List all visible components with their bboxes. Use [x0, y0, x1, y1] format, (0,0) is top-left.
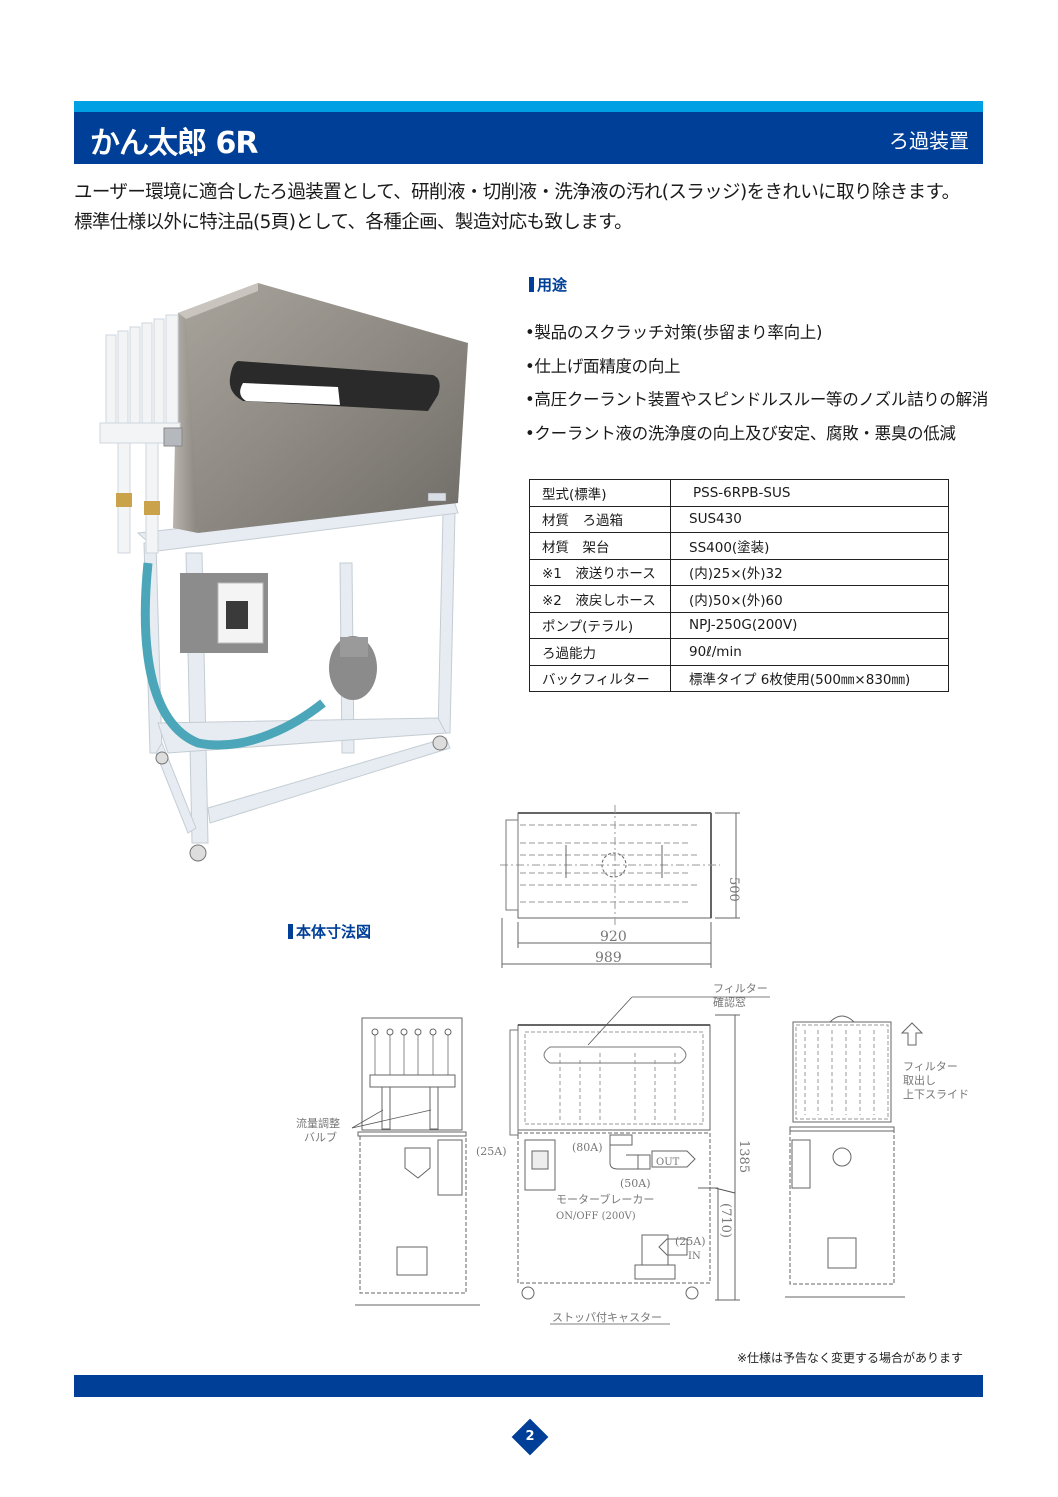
- svg-text:(80A): (80A): [572, 1141, 603, 1154]
- svg-text:1385: 1385: [736, 1140, 751, 1173]
- svg-text:IN: IN: [688, 1251, 701, 1262]
- uses-heading: 用途: [529, 274, 567, 295]
- table-row: ※2 液戻しホース(内)50×(外)60: [529, 585, 949, 613]
- heading-marker: [288, 924, 293, 939]
- heading-marker: [529, 277, 534, 292]
- svg-text:モーターブレーカー: モーターブレーカー: [556, 1192, 654, 1206]
- table-row: 型式(標準)PSS-6RPB-SUS: [529, 479, 949, 507]
- list-item: •クーラント液の洗浄度の向上及び安定、腐敗・悪臭の低減: [525, 423, 956, 443]
- svg-text:ON/OFF (200V): ON/OFF (200V): [556, 1211, 636, 1222]
- svg-text:OUT: OUT: [656, 1157, 680, 1168]
- svg-text:989: 989: [595, 950, 622, 966]
- intro-line-2: 標準仕様以外に特注品(5頁)として、各種企画、製造対応も致します。: [74, 212, 633, 233]
- svg-text:流量調整: 流量調整: [296, 1116, 340, 1130]
- spec-change-note: ※仕様は予告なく変更する場合があります: [737, 1351, 964, 1365]
- svg-text:(25A): (25A): [675, 1235, 706, 1248]
- footer-bar: [74, 1375, 983, 1397]
- svg-text:500: 500: [726, 877, 741, 902]
- uses-list: •製品のスクラッチ対策(歩留まり率向上) •仕上げ面精度の向上 •高圧クーラント…: [525, 316, 988, 450]
- svg-text:920: 920: [600, 929, 627, 945]
- page-number: 2: [525, 1429, 535, 1444]
- header-accent-strip: [74, 101, 983, 112]
- list-item: •高圧クーラント装置やスピンドルスルー等のノズル詰りの解消: [525, 390, 989, 409]
- side-view-drawing: フィルター 取出し 上下スライド: [785, 1015, 969, 1298]
- intro-line-1: ユーザー環境に適合したろ過装置として、研削液・切削液・洗浄液の汚れ(スラッジ)を…: [74, 182, 960, 203]
- front-view-drawing: フィルター 確認窓 (25A) (80A) (50A) OUT モーターブレーカ…: [476, 982, 770, 1325]
- svg-text:バルブ: バルブ: [304, 1130, 337, 1144]
- left-view-drawing: 流量調整 バルブ: [296, 1017, 480, 1306]
- page-title: かん太郎 6R: [90, 126, 258, 161]
- svg-text:(25A): (25A): [476, 1145, 507, 1158]
- svg-text:(710): (710): [718, 1203, 733, 1238]
- list-item: •仕上げ面精度の向上: [525, 356, 681, 376]
- svg-text:上下スライド: 上下スライド: [903, 1088, 969, 1101]
- list-item: •製品のスクラッチ対策(歩留まり率向上): [525, 323, 823, 342]
- category-label: ろ過装置: [889, 129, 969, 153]
- top-view-drawing: 920 989 500: [500, 805, 741, 968]
- product-photo: [78, 283, 478, 863]
- table-row: ポンプ(テラル)NPJ-250G(200V): [529, 611, 949, 639]
- svg-text:取出し: 取出し: [903, 1073, 936, 1087]
- filtration-unit-image: [99, 283, 468, 862]
- table-row: ※1 液送りホース(内)25×(外)32: [529, 558, 949, 586]
- svg-text:フィルター: フィルター: [903, 1060, 958, 1073]
- svg-text:ストッパ付キャスター: ストッパ付キャスター: [552, 1311, 662, 1324]
- table-row: バックフィルター標準タイプ 6枚使用(500㎜×830㎜): [529, 664, 949, 692]
- header-bar: かん太郎 6R ろ過装置: [74, 112, 983, 164]
- svg-text:(50A): (50A): [620, 1177, 651, 1190]
- svg-text:確認窓: 確認窓: [713, 995, 746, 1009]
- svg-text:フィルター: フィルター: [713, 982, 768, 995]
- dimensions-heading: 本体寸法図: [288, 921, 371, 942]
- intro-text: ユーザー環境に適合したろ過装置として、研削液・切削液・洗浄液の汚れ(スラッジ)を…: [74, 178, 994, 238]
